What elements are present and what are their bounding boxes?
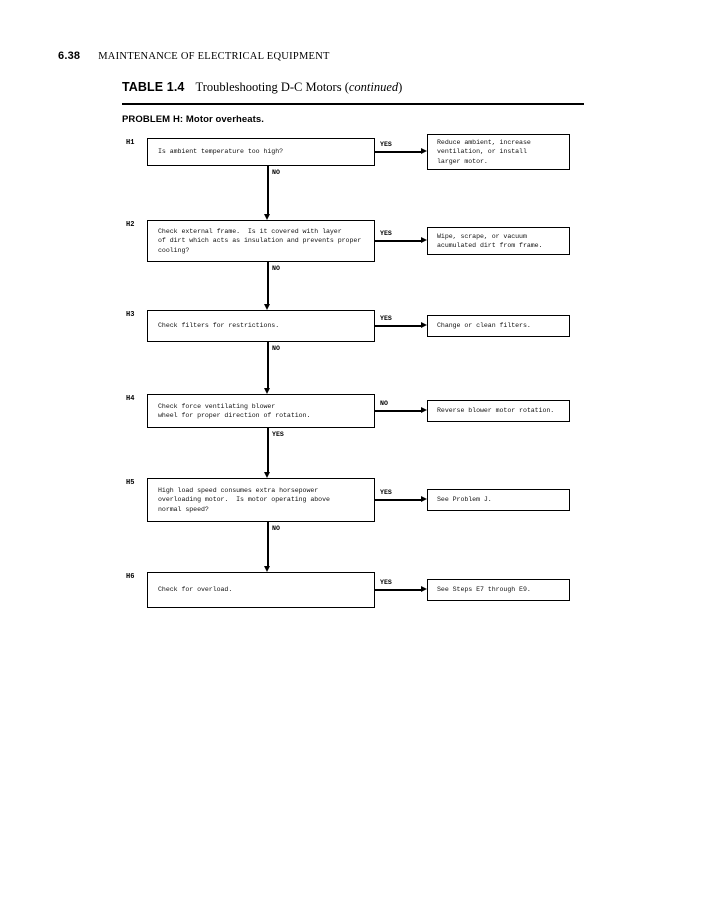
branch-label-h1: YES <box>380 141 392 148</box>
branch-label-h2: YES <box>380 230 392 237</box>
action-box-h6: See Steps E7 through E9. <box>427 579 570 601</box>
action-box-h3: Change or clean filters. <box>427 315 570 337</box>
branch-arrow-h3 <box>421 322 427 329</box>
action-text-h1: Reduce ambient, increase ventilation, or… <box>437 139 531 165</box>
branch-arrow-h1 <box>421 148 427 155</box>
step-tag-h6: H6 <box>126 573 135 581</box>
flow-label-h5: NO <box>272 525 280 532</box>
table-title: Troubleshooting D-C Motors (continued) <box>196 80 403 95</box>
branch-arrow-h6 <box>421 586 427 593</box>
action-box-h5: See Problem J. <box>427 489 570 511</box>
question-text-h3: Check filters for restrictions. <box>158 322 280 330</box>
table-title-continued: continued <box>348 80 399 94</box>
flow-arrow-h5 <box>264 566 271 572</box>
table-number-label: TABLE 1.4 <box>122 80 185 94</box>
branch-arrow-h2 <box>421 237 427 244</box>
running-head-title: MAINTENANCE OF ELECTRICAL EQUIPMENT <box>98 51 330 62</box>
branch-label-h4: NO <box>380 400 388 407</box>
flow-label-h3: NO <box>272 345 280 352</box>
action-text-h2: Wipe, scrape, or vacuum acumulated dirt … <box>437 232 543 249</box>
step-tag-h2: H2 <box>126 221 135 229</box>
flow-line-h3-to-h4 <box>267 342 269 388</box>
branch-label-h6: YES <box>380 579 392 586</box>
table-title-close: ) <box>398 80 403 94</box>
question-box-h6: Check for overload. <box>147 572 375 608</box>
flow-arrow-h1 <box>264 214 271 220</box>
branch-label-h5: YES <box>380 489 392 496</box>
action-box-h2: Wipe, scrape, or vacuum acumulated dirt … <box>427 227 570 255</box>
branch-line-h1 <box>375 151 421 153</box>
step-tag-h4: H4 <box>126 395 135 403</box>
branch-line-h6 <box>375 589 421 591</box>
action-text-h3: Change or clean filters. <box>437 322 531 330</box>
flow-line-h2-to-h3 <box>267 262 269 304</box>
flow-label-h1: NO <box>272 169 280 176</box>
flow-line-h1-to-h2 <box>267 166 269 214</box>
step-tag-h3: H3 <box>126 311 135 319</box>
running-head: 6.38 MAINTENANCE OF ELECTRICAL EQUIPMENT <box>58 50 330 62</box>
question-text-h2: Check external frame. Is it covered with… <box>158 228 362 254</box>
flow-arrow-h4 <box>264 472 271 478</box>
flow-label-h4: YES <box>272 431 284 438</box>
caption-rule <box>122 103 584 105</box>
question-text-h1: Is ambient temperature too high? <box>158 148 284 156</box>
question-text-h6: Check for overload. <box>158 586 233 594</box>
question-box-h4: Check force ventilating blower wheel for… <box>147 394 375 428</box>
flow-line-h5-to-h6 <box>267 522 269 566</box>
branch-line-h3 <box>375 325 421 327</box>
branch-arrow-h5 <box>421 496 427 503</box>
flow-arrow-h2 <box>264 304 271 310</box>
question-text-h5: High load speed consumes extra horsepowe… <box>158 487 330 513</box>
step-tag-h5: H5 <box>126 479 135 487</box>
branch-line-h2 <box>375 240 421 242</box>
action-box-h1: Reduce ambient, increase ventilation, or… <box>427 134 570 170</box>
step-tag-h1: H1 <box>126 139 135 147</box>
flow-label-h2: NO <box>272 265 280 272</box>
flow-arrow-h3 <box>264 388 271 394</box>
question-box-h2: Check external frame. Is it covered with… <box>147 220 375 262</box>
action-box-h4: Reverse blower motor rotation. <box>427 400 570 422</box>
page-folio: 6.38 <box>58 50 81 62</box>
action-text-h5: See Problem J. <box>437 496 492 504</box>
problem-heading: PROBLEM H: Motor overheats. <box>122 114 265 125</box>
action-text-h4: Reverse blower motor rotation. <box>437 407 555 415</box>
table-title-text: Troubleshooting D-C Motors ( <box>195 80 349 94</box>
table-caption: TABLE 1.4 Troubleshooting D-C Motors (co… <box>122 80 402 95</box>
question-text-h4: Check force ventilating blower wheel for… <box>158 402 311 419</box>
branch-line-h5 <box>375 499 421 501</box>
branch-arrow-h4 <box>421 407 427 414</box>
branch-line-h4 <box>375 410 421 412</box>
flow-line-h4-to-h5 <box>267 428 269 472</box>
action-text-h6: See Steps E7 through E9. <box>437 586 531 594</box>
question-box-h5: High load speed consumes extra horsepowe… <box>147 478 375 522</box>
question-box-h1: Is ambient temperature too high? <box>147 138 375 166</box>
branch-label-h3: YES <box>380 315 392 322</box>
question-box-h3: Check filters for restrictions. <box>147 310 375 342</box>
